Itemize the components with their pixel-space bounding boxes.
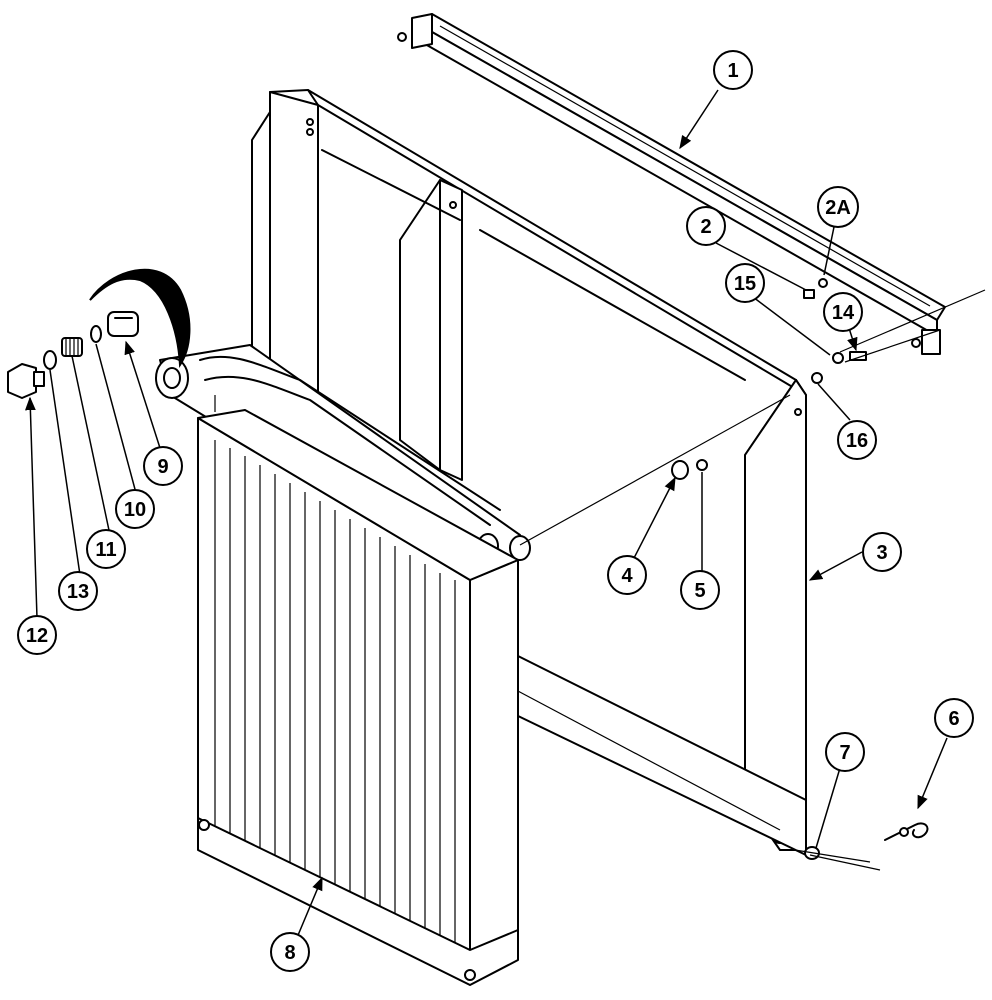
hose-loop — [89, 268, 191, 369]
callout-16: 16 — [837, 420, 877, 460]
callout-9: 9 — [143, 446, 183, 486]
svg-text:2A: 2A — [825, 197, 851, 219]
callout-2a: 2A — [817, 186, 859, 228]
callouts: 1 2 2A 3 4 5 6 7 — [17, 50, 974, 972]
svg-text:16: 16 — [846, 430, 868, 452]
assembly-lines — [519, 289, 986, 871]
svg-text:12: 12 — [26, 625, 48, 647]
oil-cooler-core — [155, 344, 531, 986]
valve-body-part-9 — [107, 311, 139, 337]
svg-text:4: 4 — [621, 565, 633, 587]
bolt-part-14 — [849, 351, 867, 361]
callout-13: 13 — [58, 571, 98, 611]
svg-text:10: 10 — [124, 499, 146, 521]
callout-7: 7 — [825, 732, 865, 772]
callout-14: 14 — [823, 292, 863, 332]
top-mounting-bracket — [397, 13, 946, 355]
callout-5: 5 — [680, 570, 720, 610]
svg-text:1: 1 — [727, 60, 738, 82]
washer-part-13 — [43, 350, 57, 370]
washer-part-15 — [832, 352, 844, 364]
callout-8: 8 — [270, 932, 310, 972]
svg-text:7: 7 — [839, 742, 850, 764]
nut-part-16 — [811, 372, 823, 384]
svg-text:15: 15 — [734, 273, 756, 295]
callout-1: 1 — [713, 50, 753, 90]
callout-6: 6 — [934, 698, 974, 738]
bolt-part-2 — [803, 289, 815, 299]
callout-3: 3 — [862, 532, 902, 572]
o-ring-part-10 — [90, 325, 102, 343]
leader-lines — [24, 89, 948, 941]
relief-valve-parts — [7, 278, 929, 860]
callout-4: 4 — [607, 555, 647, 595]
callout-12: 12 — [17, 615, 57, 655]
svg-text:6: 6 — [948, 708, 959, 730]
spring-part-11 — [61, 337, 83, 357]
washer-part-2a — [818, 278, 828, 288]
svg-text:2: 2 — [700, 216, 711, 238]
svg-text:3: 3 — [876, 542, 887, 564]
washer-part-5 — [696, 459, 708, 471]
callout-11: 11 — [86, 529, 126, 569]
svg-text:13: 13 — [67, 581, 89, 603]
core-fins — [214, 440, 456, 955]
plug-part-12 — [7, 363, 45, 399]
svg-text:5: 5 — [694, 580, 705, 602]
svg-text:9: 9 — [157, 456, 168, 478]
svg-text:11: 11 — [95, 539, 116, 561]
radiator-shroud-frame — [251, 89, 807, 856]
fitting-part-4 — [671, 460, 689, 480]
callout-2: 2 — [686, 206, 726, 246]
svg-text:8: 8 — [284, 942, 295, 964]
svg-text:14: 14 — [832, 302, 855, 324]
callout-15: 15 — [725, 263, 765, 303]
callout-10: 10 — [115, 489, 155, 529]
pin-part-6 — [884, 822, 929, 841]
